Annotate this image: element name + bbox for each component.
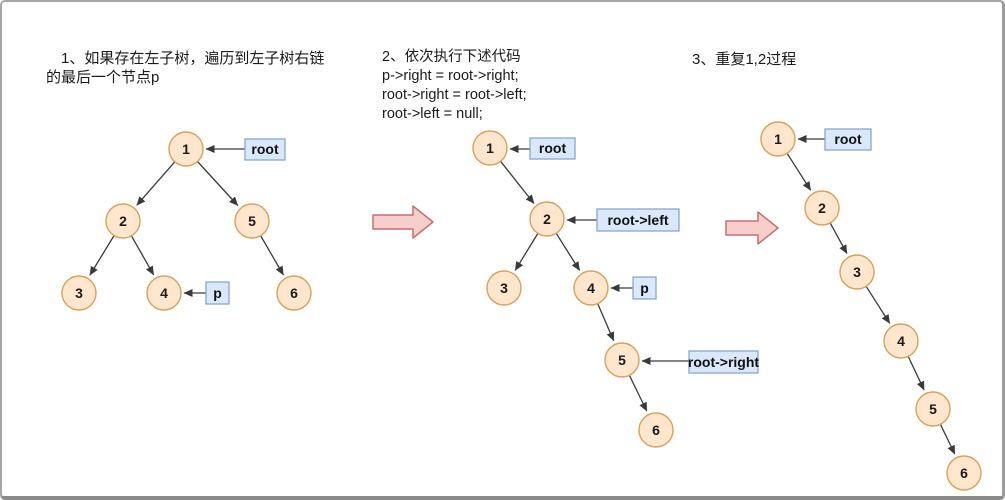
tree-step1: 1 2 3 4 5 6 root p [61, 131, 312, 311]
tree1-node-1-value: 1 [182, 141, 190, 157]
tree2-root-label-box [529, 137, 576, 160]
tree2-node-5 [604, 342, 640, 378]
edge-2-3 [514, 233, 539, 271]
tree3-node-6-value: 6 [960, 465, 968, 481]
edge-2-3 [829, 222, 848, 255]
tree2-node-1-value: 1 [486, 140, 494, 156]
step3-caption: 3、重复1,2过程 [692, 50, 796, 69]
tree1-node-5-value: 5 [248, 213, 256, 229]
step1-caption-line2: 的最后一个节点p [46, 69, 160, 86]
step2-caption: 2、依次执行下述代码 p->right = root->right; root-… [382, 48, 527, 124]
step2-caption-line1: 2、依次执行下述代码 [382, 49, 521, 65]
tree2-root-right-label: root->right [688, 354, 759, 370]
edge-3-4 [865, 285, 891, 324]
tree3-node-5 [915, 391, 951, 427]
step2-code-line3: root->left = null; [382, 106, 483, 122]
tree2-node-4-value: 4 [587, 280, 595, 296]
tree3-node-2-value: 2 [818, 200, 826, 216]
edge-5-6 [260, 235, 284, 276]
edge-5-6 [939, 424, 956, 455]
tree3-root-label-box [824, 128, 872, 151]
tree1-node-6-value: 6 [290, 285, 298, 301]
tree1-root-label-box [244, 138, 286, 161]
edge-2-3 [89, 235, 115, 276]
edge-2-4 [555, 232, 581, 271]
tree2-node-5-value: 5 [618, 352, 626, 368]
tree1-p-label: p [213, 285, 222, 301]
step1-caption: 1、如果存在左子树，遍历到左子树右链 的最后一个节点p [46, 49, 324, 87]
tree1-node-1 [168, 131, 204, 167]
tree3-node-3-value: 3 [853, 264, 861, 280]
tree1-root-label: root [251, 141, 279, 157]
tree2-root-left-label-box [596, 208, 680, 232]
tree3-node-3 [839, 254, 875, 290]
tree2-p-label-box [632, 276, 657, 300]
tree3-node-6 [946, 455, 982, 491]
tree2-node-4 [573, 270, 609, 306]
tree1-node-4 [146, 275, 182, 311]
tree1-node-2-value: 2 [119, 213, 127, 229]
tree3-node-5-value: 5 [929, 401, 937, 417]
edge-4-5 [597, 303, 615, 342]
tree2-node-1 [472, 130, 508, 166]
tree1-node-4-value: 4 [160, 285, 168, 301]
tree1-node-6 [276, 275, 312, 311]
step2-code-line2: root->right = root->left; [382, 87, 527, 103]
tree2-node-3 [486, 270, 522, 306]
tree2-node-2 [529, 201, 565, 237]
edge-5-6 [628, 375, 648, 412]
tree2-root-left-label: root->left [607, 212, 668, 228]
tree2-p-label: p [640, 280, 649, 296]
step1-caption-line1: 1、如果存在左子树，遍历到左子树右链 [61, 50, 325, 67]
tree3-node-1-value: 1 [774, 131, 782, 147]
tree2-root-right-label-box [688, 350, 759, 374]
tree1-p-label-box [205, 281, 230, 305]
tree2-node-6 [638, 412, 674, 448]
tree-step2: 1 2 3 4 5 6 root root->left p root->righ… [472, 130, 759, 448]
step3-caption-line1: 3、重复1,2过程 [692, 51, 797, 68]
tree-step3: 1 2 3 4 5 6 root [760, 121, 982, 491]
edge-1-5 [197, 161, 239, 206]
edge-2-4 [130, 235, 155, 276]
tree2-node-6-value: 6 [652, 422, 660, 438]
tree3-node-4-value: 4 [897, 333, 905, 349]
tree1-node-2 [105, 203, 141, 239]
tree2-node-3-value: 3 [500, 280, 508, 296]
edge-1-2 [786, 152, 812, 191]
tree1-node-3-value: 3 [75, 285, 83, 301]
edge-1-2 [136, 161, 176, 206]
tree1-node-3 [61, 275, 97, 311]
step2-code-line1: p->right = root->right; [382, 68, 519, 84]
tree3-node-2 [804, 190, 840, 226]
tree2-root-label: root [539, 140, 567, 156]
tree3-node-4 [883, 323, 919, 359]
tree1-node-5 [234, 203, 270, 239]
tree3-root-label: root [834, 131, 862, 147]
tree3-node-1 [760, 121, 796, 157]
tree2-node-2-value: 2 [543, 211, 551, 227]
edge-4-5 [907, 356, 925, 391]
edge-1-2 [500, 160, 535, 204]
step2-to-step3-arrow-icon [725, 211, 779, 245]
step1-to-step2-arrow-icon [372, 205, 434, 239]
